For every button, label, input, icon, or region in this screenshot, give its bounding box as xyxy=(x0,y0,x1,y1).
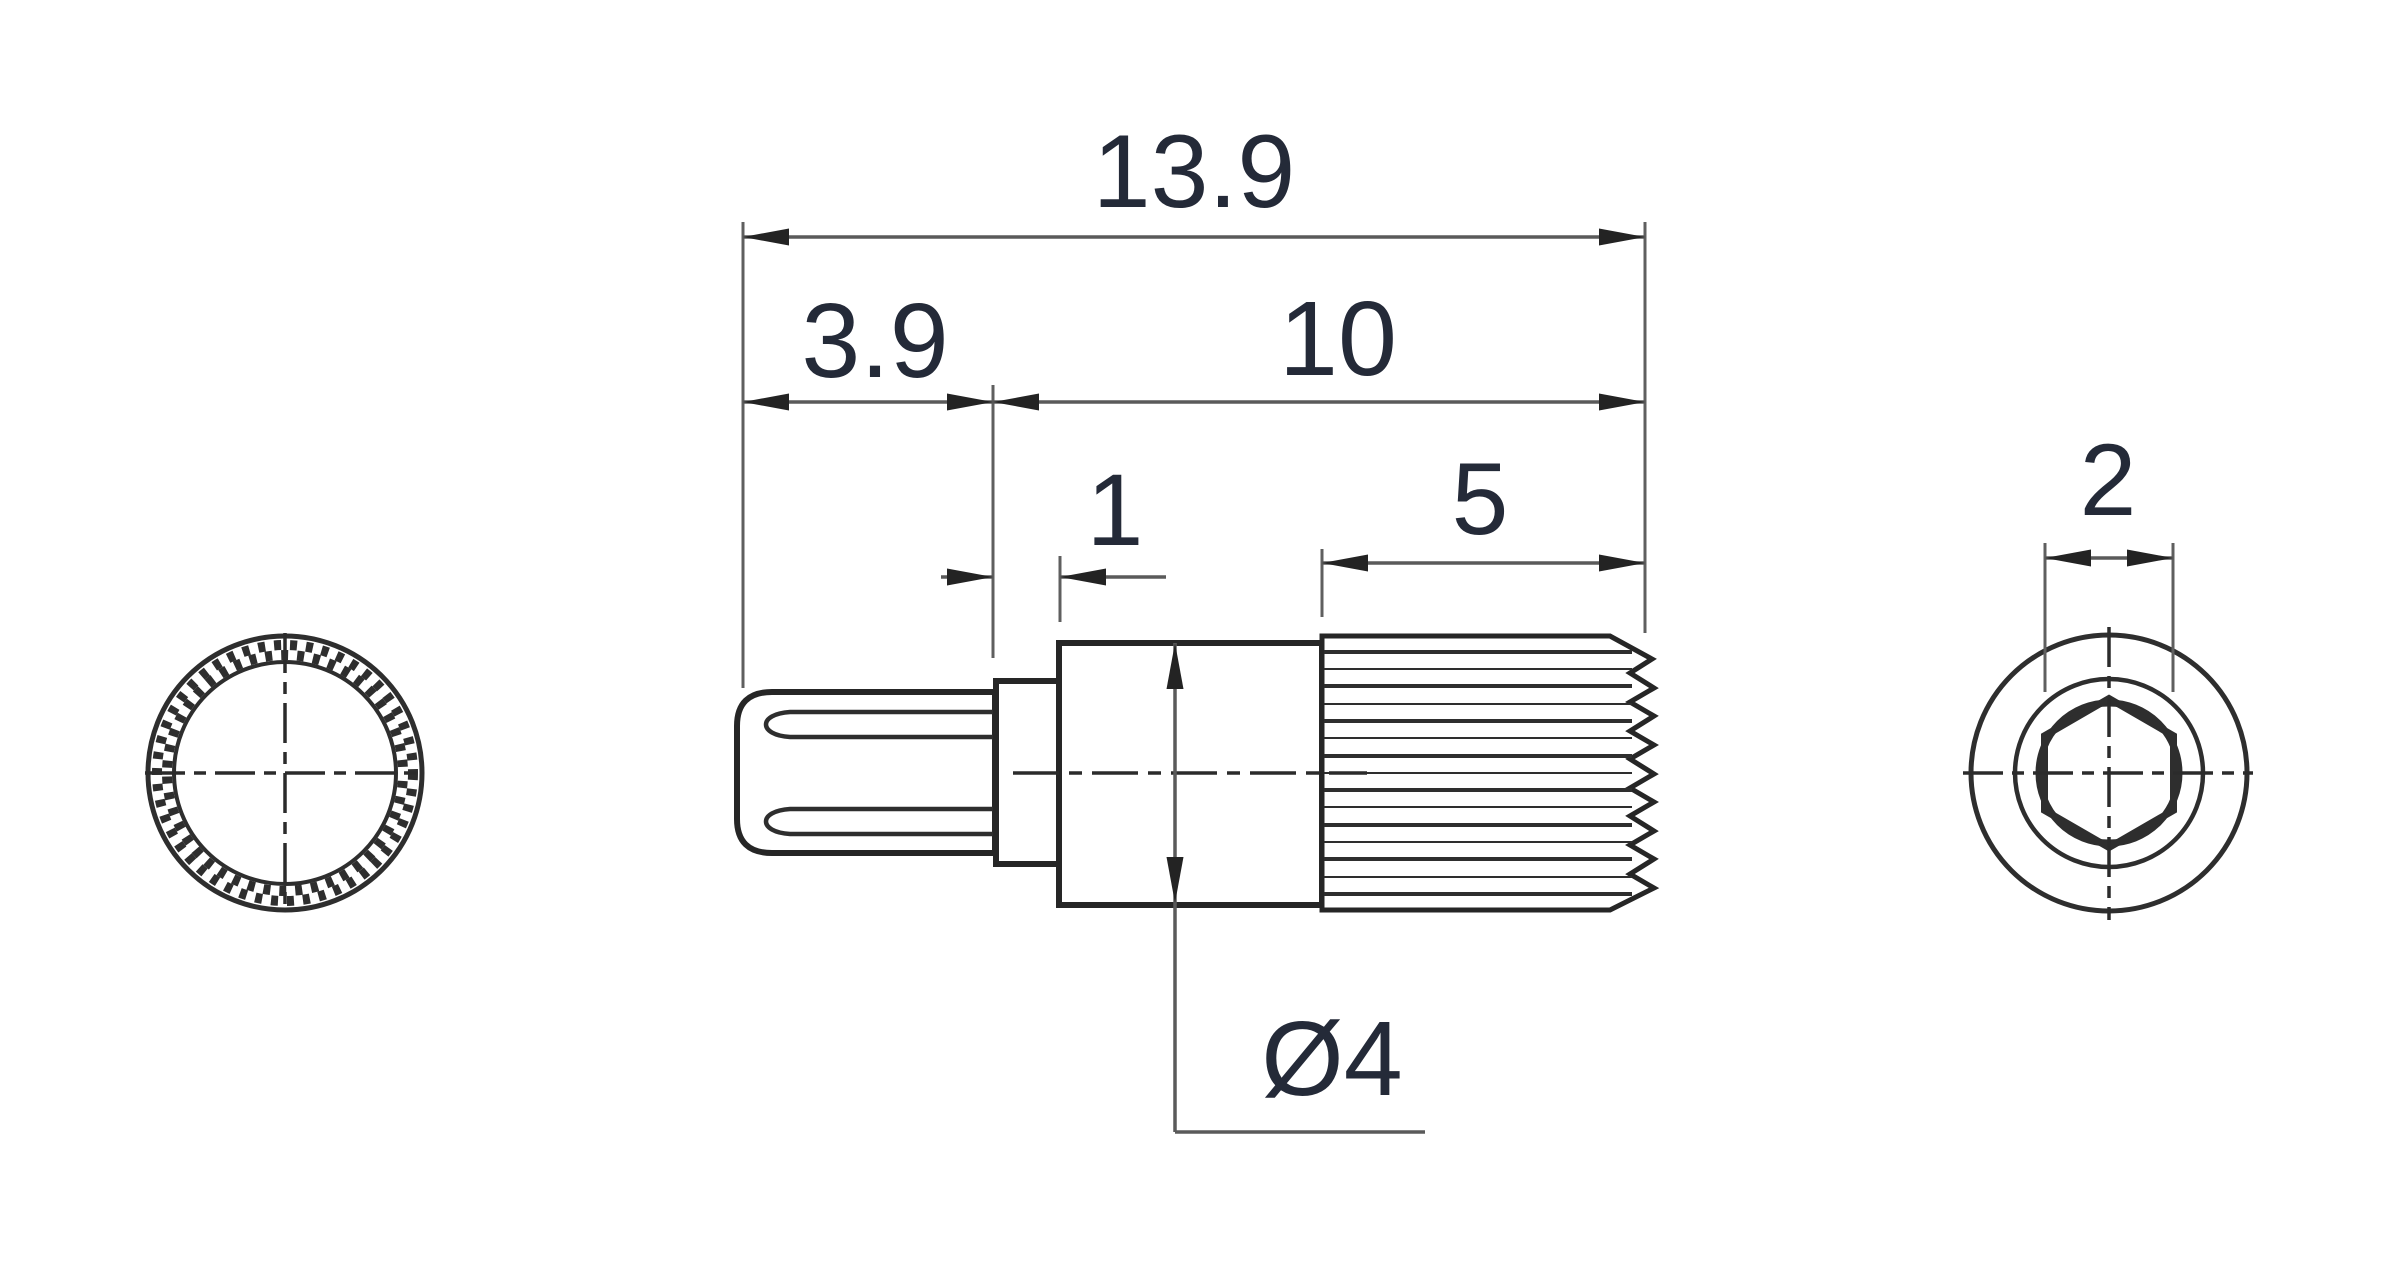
arrowhead xyxy=(1166,857,1184,903)
left-end-view xyxy=(145,633,425,913)
arrowhead xyxy=(1599,393,1645,411)
slot-upper-wall xyxy=(763,709,995,740)
dim-label-knurl-length: 5 xyxy=(1452,442,1509,556)
dim-label-overall-length: 13.9 xyxy=(1093,114,1295,230)
dim-label-body-length: 10 xyxy=(1279,280,1397,398)
dim-body-length: 10 xyxy=(993,280,1645,411)
arrowhead xyxy=(743,393,789,411)
arrowhead xyxy=(1322,554,1368,572)
knurl-ridge-lines xyxy=(1324,650,1632,896)
slot-lower-wall xyxy=(763,806,995,837)
dim-collar-width: 1 xyxy=(941,453,1166,586)
dimensions-side-view: 13.9 3.9 10 1 5 xyxy=(741,114,1647,1134)
arrowhead xyxy=(1599,228,1645,246)
side-view xyxy=(734,633,1660,913)
arrowhead xyxy=(2127,549,2173,567)
arrowhead xyxy=(1166,643,1184,689)
dim-shaft-length: 3.9 xyxy=(743,282,993,411)
arrowhead xyxy=(743,228,789,246)
dim-knurl-length: 5 xyxy=(1322,442,1645,572)
dim-label-body-diameter: Ø4 xyxy=(1261,1000,1402,1118)
arrowhead xyxy=(993,393,1039,411)
arrowhead xyxy=(2045,549,2091,567)
dim-hex-across-flats: 2 xyxy=(2043,423,2175,692)
dim-overall-length: 13.9 xyxy=(743,114,1645,246)
arrowhead xyxy=(1599,554,1645,572)
right-end-view: 2 xyxy=(1963,423,2253,920)
dim-label-shaft-length: 3.9 xyxy=(801,282,948,400)
dim-label-hex-across-flats: 2 xyxy=(2080,423,2137,537)
dim-body-diameter: Ø4 xyxy=(1166,643,1425,1134)
shaft-outline xyxy=(734,689,998,856)
dim-label-collar-width: 1 xyxy=(1087,453,1144,567)
arrowhead xyxy=(1060,568,1106,586)
arrowhead xyxy=(947,393,993,411)
arrowhead xyxy=(947,568,993,586)
